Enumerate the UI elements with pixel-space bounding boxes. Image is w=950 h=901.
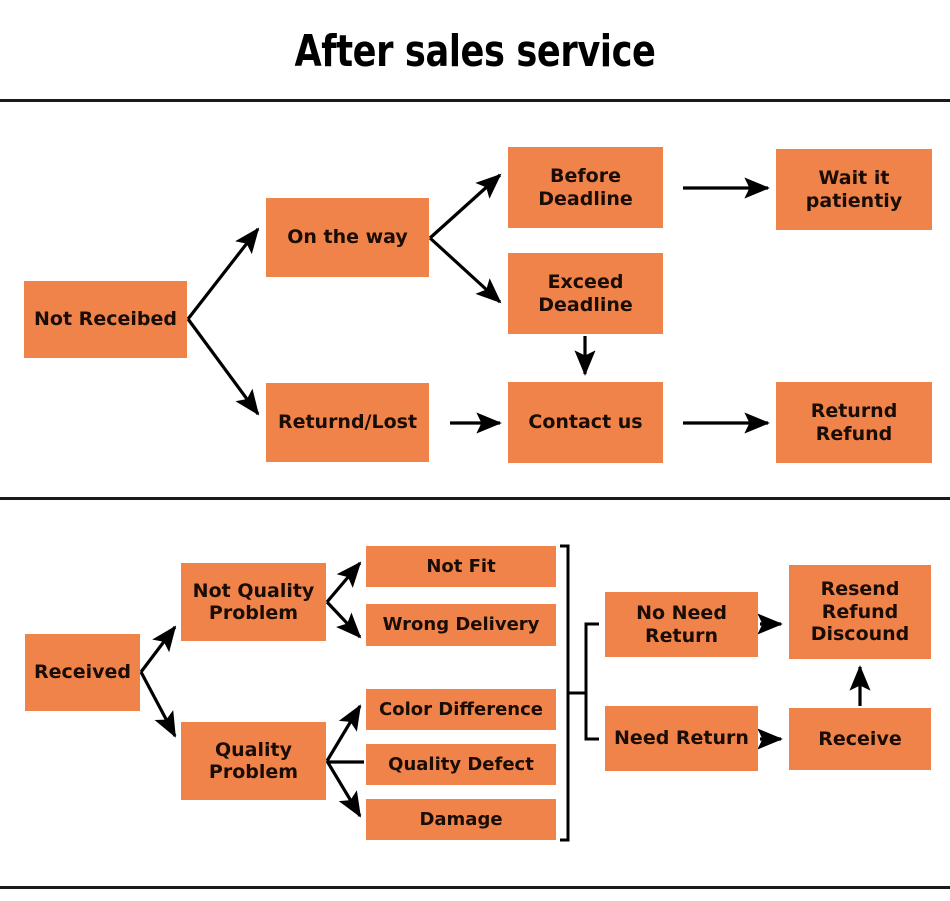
edge-notreceibed-returndlost — [186, 318, 260, 416]
edge-qualityproblem-colordifference — [325, 704, 362, 762]
node-color-difference[interactable]: Color Difference — [366, 689, 556, 730]
edge-ontheway-beforedeadline — [428, 173, 502, 240]
node-not-fit[interactable]: Not Fit — [366, 546, 556, 587]
node-quality-problem[interactable]: Quality Problem — [181, 722, 326, 800]
page-title: After sales service — [294, 26, 656, 77]
node-on-the-way[interactable]: On the way — [266, 198, 429, 277]
edge-bracket-collector — [560, 544, 570, 842]
divider-middle — [0, 497, 950, 500]
node-damage[interactable]: Damage — [366, 799, 556, 840]
node-not-quality-problem[interactable]: Not Quality Problem — [181, 563, 326, 641]
node-exceed-deadline[interactable]: Exceed Deadline — [508, 253, 663, 334]
node-receive[interactable]: Receive — [789, 708, 931, 770]
edge-ontheway-exceeddeadline — [428, 236, 502, 304]
divider-bottom — [0, 886, 950, 889]
node-before-deadline[interactable]: Before Deadline — [508, 147, 663, 228]
node-received[interactable]: Received — [25, 634, 140, 711]
edge-notreceibed-ontheway — [186, 227, 260, 320]
node-quality-defect[interactable]: Quality Defect — [366, 744, 556, 785]
node-need-return[interactable]: Need Return — [605, 706, 758, 771]
node-not-receibed[interactable]: Not Receibed — [24, 281, 187, 358]
edge-received-notqualityproblem — [139, 625, 177, 673]
node-returnd-lost[interactable]: Returnd/Lost — [266, 383, 429, 462]
node-no-need-return[interactable]: No Need Return — [605, 592, 758, 657]
node-resend-refund-discound[interactable]: Resend Refund Discound — [789, 565, 931, 659]
edge-bracket-split — [568, 622, 599, 695]
divider-top — [0, 99, 950, 102]
node-contact-us[interactable]: Contact us — [508, 382, 663, 463]
edge-received-qualityproblem — [139, 671, 177, 738]
node-wrong-delivery[interactable]: Wrong Delivery — [366, 604, 556, 646]
edge-notqualityproblem-notfit — [325, 561, 362, 604]
edge-notqualityproblem-wrongdelivery — [325, 600, 362, 639]
edge-qualityproblem-damage — [325, 760, 362, 818]
node-wait-it-patientiy[interactable]: Wait it patientiy — [776, 149, 932, 230]
edge-bracket-split-lower — [584, 693, 599, 741]
node-returnd-refund[interactable]: Returnd Refund — [776, 382, 932, 463]
